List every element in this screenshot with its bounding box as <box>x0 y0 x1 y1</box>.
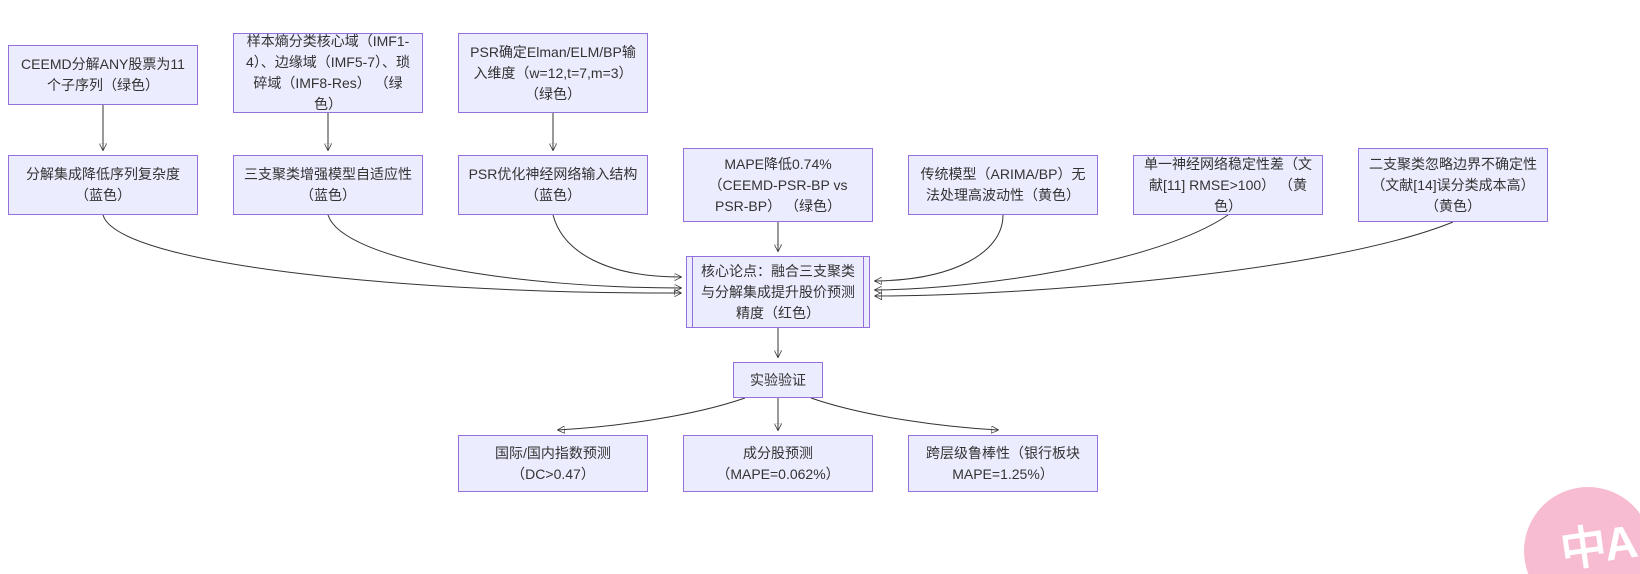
edge-threeway-core <box>327 214 681 288</box>
node-psr-input-structure: PSR优化神经网络输入结构（蓝色） <box>458 155 648 215</box>
node-cross-level-robustness: 跨层级鲁棒性（银行板块MAPE=1.25%） <box>908 435 1098 492</box>
node-two-way-clustering-limits: 二支聚类忽略边界不确定性（文献[14]误分类成本高）（黄色） <box>1358 148 1548 222</box>
node-psr-input-dimension: PSR确定Elman/ELM/BP输入维度（w=12,t=7,m=3） （绿色） <box>458 33 648 113</box>
node-constituent-prediction: 成分股预测（MAPE=0.062%） <box>683 435 873 492</box>
edge-decomp-core <box>102 214 681 293</box>
edge-psropt-core <box>552 214 681 277</box>
edge-twoway-core <box>875 221 1454 296</box>
node-decomposition-complexity: 分解集成降低序列复杂度（蓝色） <box>8 155 198 215</box>
edge-singlenn-core <box>875 214 1229 290</box>
translate-badge-label: 中A <box>1557 514 1640 574</box>
edge-traditional-core <box>875 214 1004 281</box>
node-experiment-validation: 实验验证 <box>733 362 823 398</box>
node-mape-improvement: MAPE降低0.74%（CEEMD-PSR-BP vs PSR-BP） （绿色） <box>683 148 873 222</box>
node-core-thesis: 核心论点：融合三支聚类与分解集成提升股价预测精度（红色） <box>686 256 870 328</box>
node-single-nn-instability: 单一神经网络稳定性差（文献[11] RMSE>100） （黄色） <box>1133 155 1323 215</box>
node-traditional-model-limits: 传统模型（ARIMA/BP）无法处理高波动性（黄色） <box>908 155 1098 215</box>
node-three-way-adaptivity: 三支聚类增强模型自适应性（蓝色） <box>233 155 423 215</box>
node-index-prediction: 国际/国内指数预测（DC>0.47） <box>458 435 648 492</box>
node-ceemd-decompose: CEEMD分解ANY股票为11个子序列（绿色） <box>8 45 198 105</box>
edge-experiment-robustness <box>810 397 998 430</box>
edge-experiment-index <box>558 397 746 430</box>
node-sample-entropy-domains: 样本熵分类核心域（IMF1-4）、边缘域（IMF5-7）、琐碎域（IMF8-Re… <box>233 33 423 113</box>
